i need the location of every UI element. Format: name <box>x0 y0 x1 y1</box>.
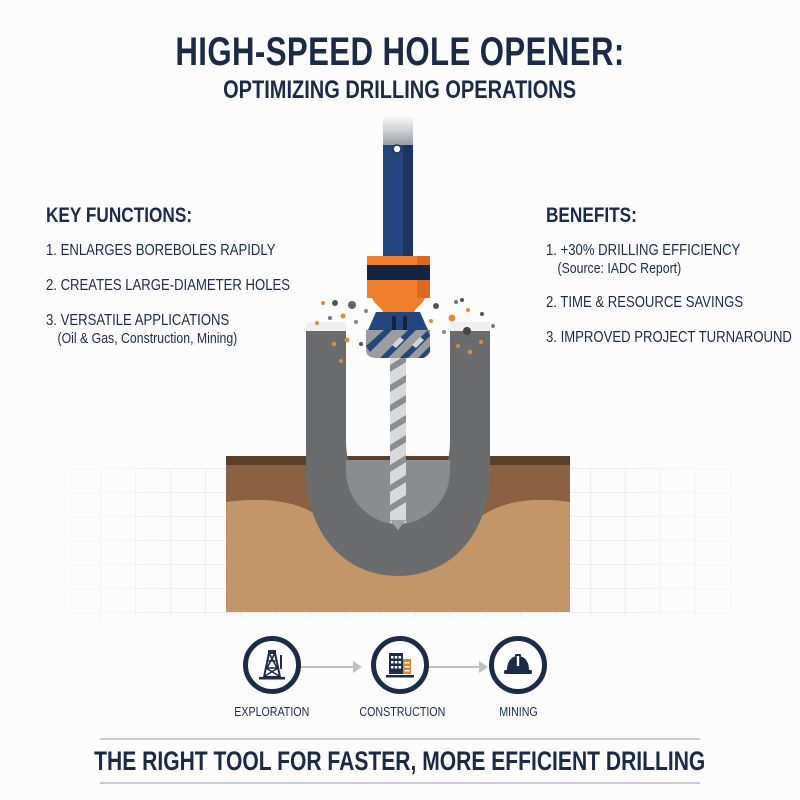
page-title: HIGH-SPEED HOLE OPENER: <box>175 30 625 74</box>
key-function-item-1: 1. ENLARGES BOREBOLES RAPIDLY <box>46 242 276 259</box>
flow-arrow-1 <box>300 661 362 673</box>
flow-step-construction: CONSTRUCTION <box>350 636 450 719</box>
pilot-drill-shaft <box>390 355 406 530</box>
tagline-text: THE RIGHT TOOL FOR FASTER, MORE EFFICIEN… <box>94 745 706 776</box>
flow-label-construction: CONSTRUCTION <box>359 704 446 719</box>
debris-particles <box>315 298 495 363</box>
hole-opener-head <box>366 312 430 358</box>
key-functions-panel: KEY FUNCTIONS: 1. ENLARGES BOREBOLES RAP… <box>46 204 344 347</box>
tagline-banner: THE RIGHT TOOL FOR FASTER, MORE EFFICIEN… <box>94 738 706 784</box>
hard-hat-icon <box>504 654 532 674</box>
flow-label-exploration: EXPLORATION <box>234 704 310 719</box>
key-functions-heading: KEY FUNCTIONS: <box>46 204 193 227</box>
building-icon <box>386 653 414 678</box>
flow-step-exploration: EXPLORATION <box>222 636 322 719</box>
benefit-item-1-note: (Source: IADC Report) <box>557 260 682 277</box>
benefits-panel: BENEFITS: 1. +30% DRILLING EFFICIENCY (S… <box>546 204 800 347</box>
benefit-item-1: 1. +30% DRILLING EFFICIENCY <box>546 242 741 259</box>
key-function-item-3: 3. VERSATILE APPLICATIONS <box>46 312 230 329</box>
benefit-item-2: 2. TIME & RESOURCE SAVINGS <box>546 294 744 311</box>
key-function-item-2: 2. CREATES LARGE-DIAMETER HOLES <box>46 277 290 294</box>
application-flow: EXPLORATION CONSTRUCTION <box>0 636 800 726</box>
drill-pipe <box>383 115 413 257</box>
page-subtitle: OPTIMIZING DRILLING OPERATIONS <box>223 76 577 104</box>
oil-rig-icon <box>259 650 285 680</box>
benefits-heading: BENEFITS: <box>546 204 637 227</box>
flow-step-mining: MINING <box>468 636 568 719</box>
benefit-item-3: 3. IMPROVED PROJECT TURNAROUND <box>546 329 792 346</box>
flow-arrow-2 <box>428 661 488 673</box>
flow-label-mining: MINING <box>498 704 538 719</box>
key-function-item-3-note: (Oil & Gas, Construction, Mining) <box>57 330 238 347</box>
drill-collar <box>367 256 430 312</box>
